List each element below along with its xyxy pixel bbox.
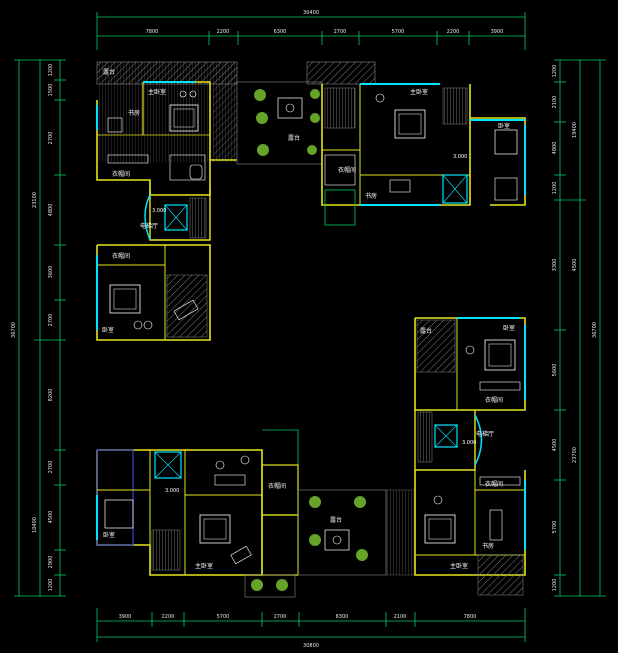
room-label-master-bedroom: 主卧室 <box>195 562 213 570</box>
unit-top-left: 露台 主卧室 书房 衣帽间 <box>96 61 238 196</box>
right-dimension-chain <box>554 59 606 597</box>
left-lower-total-dim: 10400 <box>32 517 38 533</box>
right-segment-labels: 1200 2100 4800 1200 3300 5600 4500 5700 … <box>552 65 558 592</box>
dim-label: 3900 <box>119 614 132 620</box>
dim-label: 1200 <box>48 64 54 77</box>
room-label-lift-hall: 电梯厅 <box>140 222 158 230</box>
dim-label: 4500 <box>48 511 54 524</box>
dim-label: 2900 <box>48 556 54 569</box>
right-lower-total-dim: 23700 <box>572 447 578 463</box>
garden-top: 露台 <box>236 81 323 165</box>
dim-label: 2700 <box>48 314 54 327</box>
unit-right-lower: 衣帽间 主卧室 书房 <box>385 470 526 596</box>
bottom-dimension-chain <box>96 608 526 642</box>
dim-label: 2100 <box>552 96 558 109</box>
unit-left-middle: 衣帽间 卧室 <box>96 244 211 341</box>
dim-label: 2700 <box>334 29 347 35</box>
dim-label: 1200 <box>552 579 558 592</box>
dim-label: 7800 <box>146 29 159 35</box>
room-label-master-bedroom: 主卧室 <box>410 88 428 96</box>
left-upper-total-dim: 23100 <box>32 192 38 208</box>
room-label-lift-hall: 电梯厅 <box>476 430 494 438</box>
room-label-terrace: 露台 <box>330 516 342 524</box>
dim-label: 3300 <box>552 259 558 272</box>
dim-label: 5700 <box>392 29 405 35</box>
room-label-study: 书房 <box>365 192 377 200</box>
room-label-closet: 衣帽间 <box>112 170 130 178</box>
dim-label: 2700 <box>274 614 287 620</box>
dim-label: 3900 <box>491 29 504 35</box>
lift-core-top-left: 电梯厅 3.000 <box>140 190 211 241</box>
dim-label: 5700 <box>552 521 558 534</box>
dim-label: 7800 <box>464 614 477 620</box>
top-segment-labels: 7800 2200 6300 2700 5700 2200 3900 <box>146 29 504 35</box>
level-mark: 3.000 <box>453 154 467 160</box>
right-upper-total-dim: 19400 <box>572 122 578 138</box>
room-label-closet: 衣帽间 <box>112 252 130 260</box>
unit-right-middle: 卧室 衣帽间 露台 <box>414 317 526 411</box>
right-mid-total-dim: 4500 <box>572 259 578 272</box>
dim-label: 2200 <box>162 614 175 620</box>
dim-label: 4500 <box>552 439 558 452</box>
left-segment-labels: 1200 1500 2700 4800 3600 2700 8200 2700 … <box>48 64 54 592</box>
dim-label: 4800 <box>48 204 54 217</box>
unit-top-right: 主卧室 衣帽间 书房 3.000 卧室 <box>306 61 526 226</box>
dim-label: 1200 <box>552 182 558 195</box>
room-label-terrace: 露台 <box>288 134 300 142</box>
dim-label: 5700 <box>217 614 230 620</box>
room-label-closet: 衣帽间 <box>485 396 503 404</box>
dim-label: 2200 <box>217 29 230 35</box>
room-label-closet: 衣帽间 <box>338 166 356 174</box>
dim-label: 1500 <box>48 84 54 97</box>
dim-label: 2100 <box>394 614 407 620</box>
left-total-dim: 36700 <box>11 322 17 338</box>
dim-label: 6300 <box>336 614 349 620</box>
room-label-terrace: 露台 <box>420 327 432 335</box>
bottom-total-dim: 30800 <box>303 643 319 649</box>
dim-label: 2200 <box>447 29 460 35</box>
dim-label: 6300 <box>274 29 287 35</box>
dim-label: 5600 <box>552 364 558 377</box>
room-label-terrace: 露台 <box>103 68 115 76</box>
room-label-closet: 衣帽间 <box>268 482 286 490</box>
level-mark: 3.000 <box>462 440 476 446</box>
room-label-study: 书房 <box>128 109 140 117</box>
unit-bottom-left: 卧室 主卧室 3.000 <box>96 449 263 576</box>
level-mark: 3.000 <box>165 488 179 494</box>
room-label-closet: 衣帽间 <box>485 480 503 488</box>
garden-bottom: 衣帽间 露台 <box>244 429 387 598</box>
room-label-bedroom: 卧室 <box>103 531 115 539</box>
dim-label: 2700 <box>48 461 54 474</box>
room-label-bedroom: 卧室 <box>503 324 515 332</box>
dim-label: 3600 <box>48 266 54 279</box>
room-label-bedroom: 卧室 <box>102 326 114 334</box>
dim-label: 2700 <box>48 132 54 145</box>
dim-label: 1200 <box>552 65 558 78</box>
top-dimension-chain <box>96 12 526 50</box>
lift-core-right: 电梯厅 3.000 <box>414 410 494 471</box>
room-label-master-bedroom: 主卧室 <box>450 562 468 570</box>
level-mark: 3.000 <box>152 208 166 214</box>
left-dimension-chain <box>14 59 66 597</box>
room-label-master-bedroom: 主卧室 <box>148 88 166 96</box>
dim-label: 1200 <box>48 579 54 592</box>
top-total-dim: 30400 <box>303 10 319 16</box>
room-label-bedroom: 卧室 <box>498 122 510 130</box>
dim-label: 4800 <box>552 142 558 155</box>
dim-label: 8200 <box>48 389 54 402</box>
right-total-dim: 36700 <box>592 322 598 338</box>
room-label-study: 书房 <box>482 542 494 550</box>
bottom-segment-labels: 3900 2200 5700 2700 6300 2100 7800 <box>119 614 477 620</box>
